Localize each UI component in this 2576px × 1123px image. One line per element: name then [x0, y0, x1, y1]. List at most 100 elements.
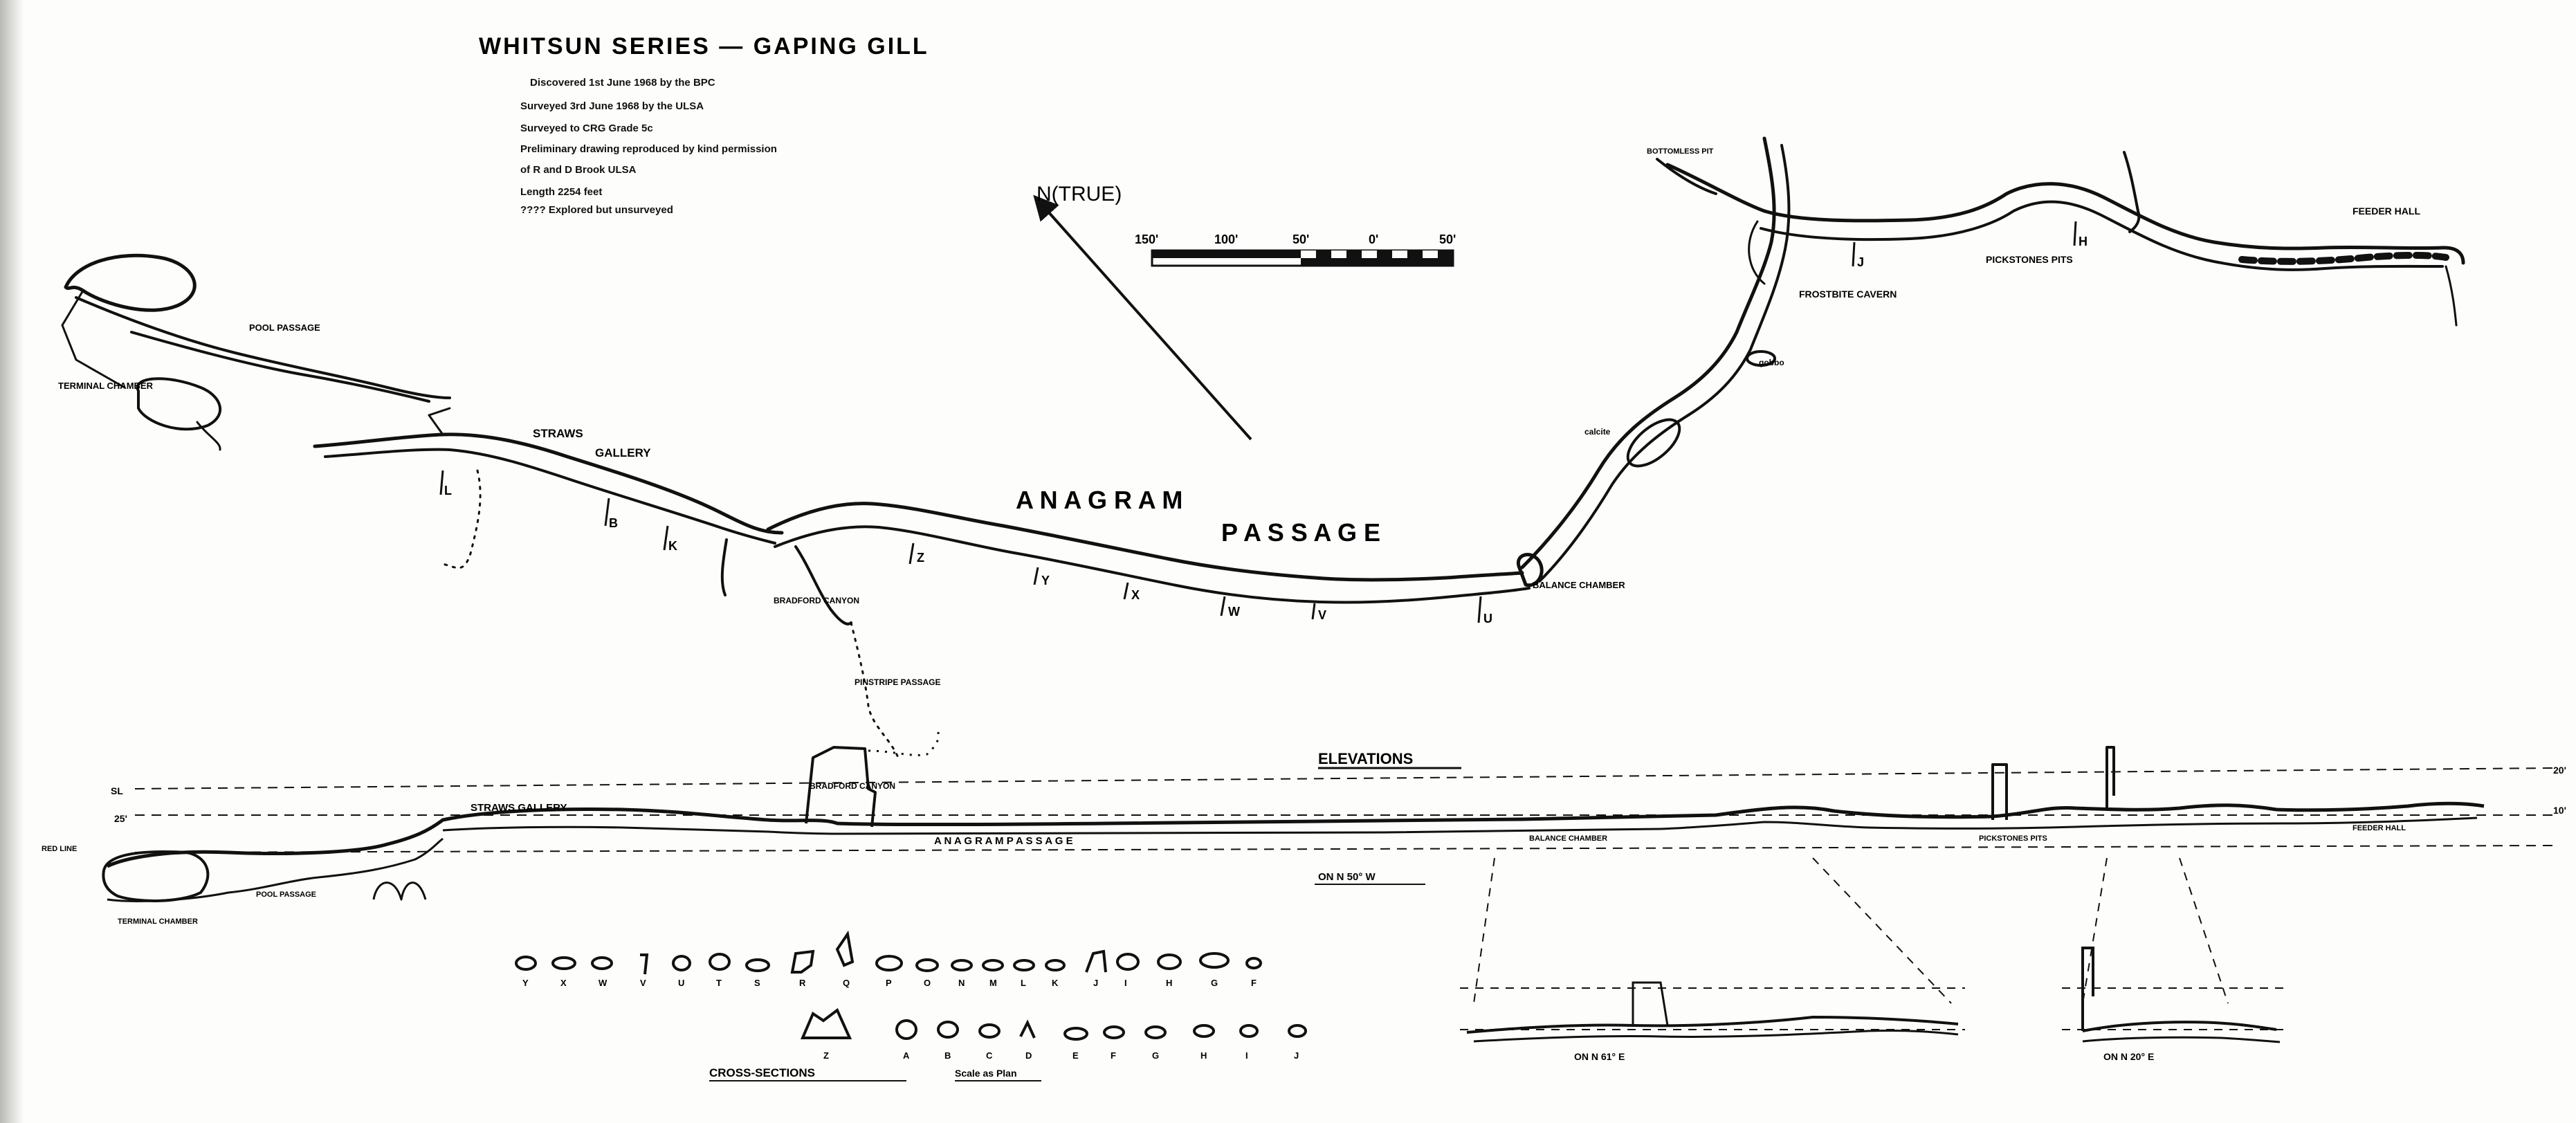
cross-section-label: T: [716, 978, 722, 988]
passage-infill: [2238, 252, 2449, 265]
side-passage: [720, 538, 728, 596]
sub-elevation-2: [2062, 947, 2283, 1043]
plan-section-markers: Z Y X W V U B L K J H: [439, 221, 2088, 626]
scale-tick-label: 50': [1439, 232, 1456, 246]
cross-section-label: O: [924, 978, 931, 988]
cross-section-label: C: [986, 1050, 993, 1061]
section-mark-label: U: [1483, 612, 1492, 626]
elevation-profile: [106, 801, 2485, 868]
cross-section-label: N: [958, 978, 965, 988]
label-red-line: RED LINE: [42, 845, 77, 853]
cross-section-shape: [1045, 959, 1066, 971]
cross-section-shape: [591, 956, 613, 970]
cross-section-shape: [1157, 953, 1182, 970]
cross-section-shape: [1199, 952, 1230, 969]
note-line: Surveyed to CRG Grade 5c: [520, 122, 653, 134]
passage-wall: [75, 296, 451, 399]
label-balance-chamber: BALANCE CHAMBER: [1533, 580, 1625, 590]
cross-section-label: I: [1124, 978, 1127, 988]
datum-label: 25': [114, 813, 127, 824]
note-line: Preliminary drawing reproduced by kind p…: [520, 143, 777, 155]
cross-section-shape: [1063, 1027, 1088, 1041]
cross-section-shape: [937, 1021, 959, 1039]
label-gallery: GALLERY: [595, 446, 651, 459]
cross-section-label: K: [1052, 978, 1059, 988]
label-straws-gallery: STRAWS GALLERY: [471, 802, 567, 814]
cross-section-shape: [709, 953, 731, 971]
unsurveyed-passage: [868, 729, 940, 756]
balance-chamber: [1516, 553, 1544, 587]
unsurveyed-passage: [850, 621, 901, 763]
cross-section-shape: [1245, 957, 1262, 969]
label-feeder-hall: FEEDER HALL: [2353, 824, 2406, 832]
scale-tick-label: 150': [1135, 232, 1158, 246]
passage-wall: [766, 502, 1524, 582]
cross-section-shape: [895, 1019, 917, 1040]
cross-section-shape: [800, 1007, 852, 1039]
section-mark-label: Z: [917, 551, 924, 565]
label-pickstones-pits: PICKSTONES PITS: [1986, 254, 2073, 265]
pool-passage-elevation: [372, 882, 427, 901]
cross-section-label: X: [560, 978, 567, 988]
unsurveyed-passage: [441, 469, 482, 569]
passage-wall: [196, 421, 221, 451]
datum-line: [134, 845, 2554, 853]
cross-section-shape: [915, 958, 939, 972]
label-anagram: A N A G R A M: [1016, 486, 1182, 514]
cross-section-label: U: [678, 978, 684, 988]
elevation-profile: [442, 816, 2478, 835]
cross-section-label: J: [1294, 1050, 1299, 1061]
cross-section-label: Z: [823, 1050, 829, 1061]
passage-wall: [1665, 163, 2465, 265]
cross-section-label: G: [1152, 1050, 1159, 1061]
cross-section-shape: [515, 956, 537, 971]
label-feeder-hall: FEEDER HALL: [2353, 206, 2420, 217]
cross-section-label: S: [754, 978, 760, 988]
label-bradford-canyon: BRADFORD CANYON: [810, 781, 895, 791]
sub-elevation-1: [1460, 981, 1965, 1043]
label-pool-passage: POOL PASSAGE: [256, 891, 316, 899]
label-terminal-chamber: TERMINAL CHAMBER: [118, 917, 198, 926]
datum-label: 20': [2553, 765, 2566, 776]
section-mark-label: L: [444, 484, 452, 497]
cross-section-label: G: [1211, 978, 1218, 988]
label-pickstones-pits: PICKSTONES PITS: [1979, 834, 2047, 843]
pit-elevation: [2105, 746, 2115, 810]
cross-section-shape: [790, 949, 815, 974]
annotation-text: gobbo: [1759, 358, 1784, 367]
label-passage: P A S S A G E: [1221, 518, 1380, 547]
label-pool-passage: POOL PASSAGE: [249, 322, 320, 333]
cave-plan: [61, 136, 2465, 763]
cross-section-shape: [1019, 1019, 1036, 1039]
side-passage: [2445, 265, 2458, 327]
cross-section-label: R: [799, 978, 806, 988]
side-passage: [428, 407, 451, 436]
section-mark-label: Y: [1041, 574, 1050, 587]
cross-section-shape: [672, 955, 691, 971]
cross-section-shape: [1103, 1025, 1125, 1039]
north-arrow: N(TRUE): [1033, 183, 1252, 441]
cross-section-label: W: [599, 978, 608, 988]
projection-line: [2082, 857, 2108, 1004]
cross-section-label: P: [886, 978, 892, 988]
cross-section-shape: [982, 959, 1004, 971]
north-arrow-icon: [1033, 194, 1252, 441]
passage-wall: [1538, 144, 1791, 583]
label-bottomless-pit: BOTTOMLESS PIT: [1647, 147, 1714, 156]
label-bradford-canyon: BRADFORD CANYON: [774, 596, 859, 605]
note-line: Discovered 1st June 1968 by the BPC: [530, 77, 715, 89]
note-line: Length 2254 feet: [520, 186, 602, 198]
cross-section-shape: [640, 953, 649, 975]
cross-section-shape: [1116, 953, 1140, 971]
map-title: WHITSUN SERIES — GAPING GILL: [479, 33, 929, 60]
cross-section-shape: [745, 958, 770, 972]
note-line: of R and D Brook ULSA: [520, 164, 637, 176]
passage-wall: [130, 331, 430, 403]
scanned-page-shadow: [0, 0, 24, 1123]
side-passage: [2123, 151, 2141, 233]
projection-line: [1812, 857, 1952, 1004]
passage-loop: [1626, 418, 1681, 468]
passage-wall: [1520, 136, 1776, 569]
cross-section-label: M: [989, 978, 997, 988]
